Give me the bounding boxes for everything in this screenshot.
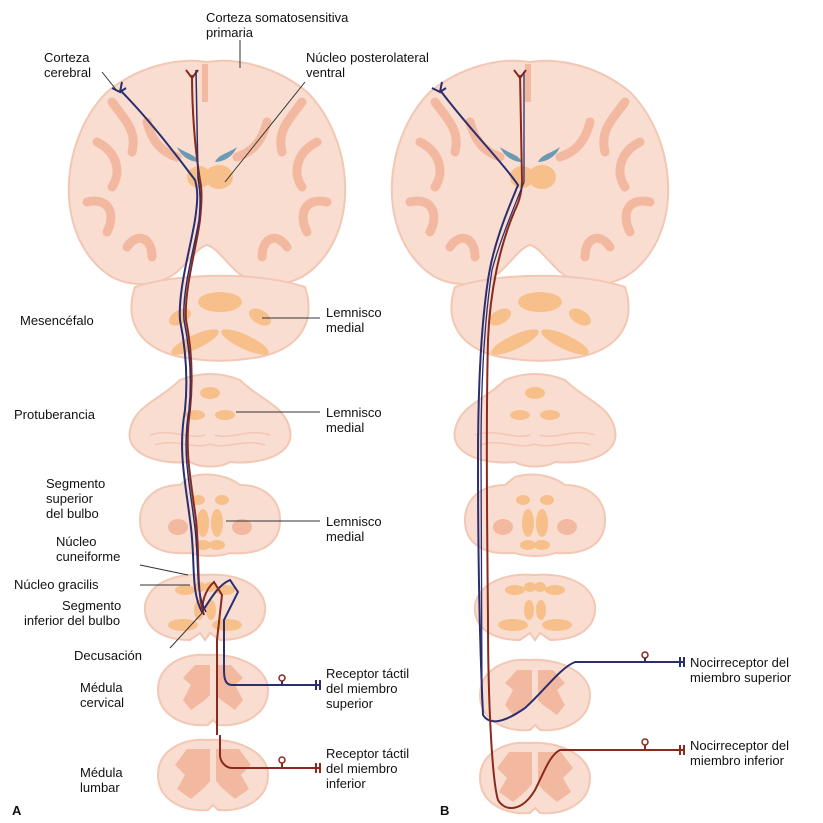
a-lower-receptor-icon: [279, 757, 285, 763]
label-lemnisco-medial-2: Lemnisco medial: [326, 405, 382, 435]
label-corteza-somatosensitiva: Corteza somatosensitiva primaria: [206, 10, 348, 40]
label-protuberancia: Protuberancia: [14, 407, 95, 422]
lumbar-cord-section-b: [480, 743, 590, 813]
brain-section-a: [69, 61, 345, 284]
label-nucleo-gracilis: Núcleo gracilis: [14, 577, 99, 592]
a-upper-receptor-icon: [279, 675, 285, 681]
label-decusacion: Decusación: [74, 648, 142, 663]
brain-section-b: [392, 61, 668, 284]
label-segmento-inferior: Segmento inferior del bulbo: [24, 598, 121, 628]
cervical-cord-section-b: [480, 660, 590, 730]
panel-letter-a: A: [12, 803, 21, 818]
b-lower-receptor-icon: [642, 739, 648, 745]
label-lemnisco-medial-1: Lemnisco medial: [326, 305, 382, 335]
label-segmento-superior: Segmento superior del bulbo: [46, 476, 105, 521]
label-nocirreceptor-inferior: Nocirreceptor del miembro inferior: [690, 738, 789, 768]
label-medula-lumbar: Médula lumbar: [80, 765, 123, 795]
upper-medulla-section-a: [140, 475, 280, 556]
lumbar-cord-section-a: [158, 740, 268, 810]
label-nocirreceptor-superior: Nocirreceptor del miembro superior: [690, 655, 791, 685]
label-receptor-superior: Receptor táctil del miembro superior: [326, 666, 409, 711]
label-mesencefalo: Mesencéfalo: [20, 313, 94, 328]
label-corteza-cerebral: Corteza cerebral: [44, 50, 91, 80]
label-lemnisco-medial-3: Lemnisco medial: [326, 514, 382, 544]
pons-section-a: [130, 374, 291, 467]
panel-letter-b: B: [440, 803, 449, 818]
midbrain-section-b: [451, 276, 628, 361]
label-nucleo-posterolateral: Núcleo posterolateral ventral: [306, 50, 429, 80]
panel-b-sections: [392, 61, 668, 813]
cervical-cord-section-a: [158, 655, 268, 725]
lower-medulla-section-b: [475, 575, 595, 640]
label-nucleo-cuneiforme: Núcleo cuneiforme: [56, 534, 120, 564]
b-upper-receptor-icon: [642, 652, 648, 658]
label-medula-cervical: Médula cervical: [80, 680, 124, 710]
label-receptor-inferior: Receptor táctil del miembro inferior: [326, 746, 409, 791]
upper-medulla-section-b: [465, 475, 605, 556]
